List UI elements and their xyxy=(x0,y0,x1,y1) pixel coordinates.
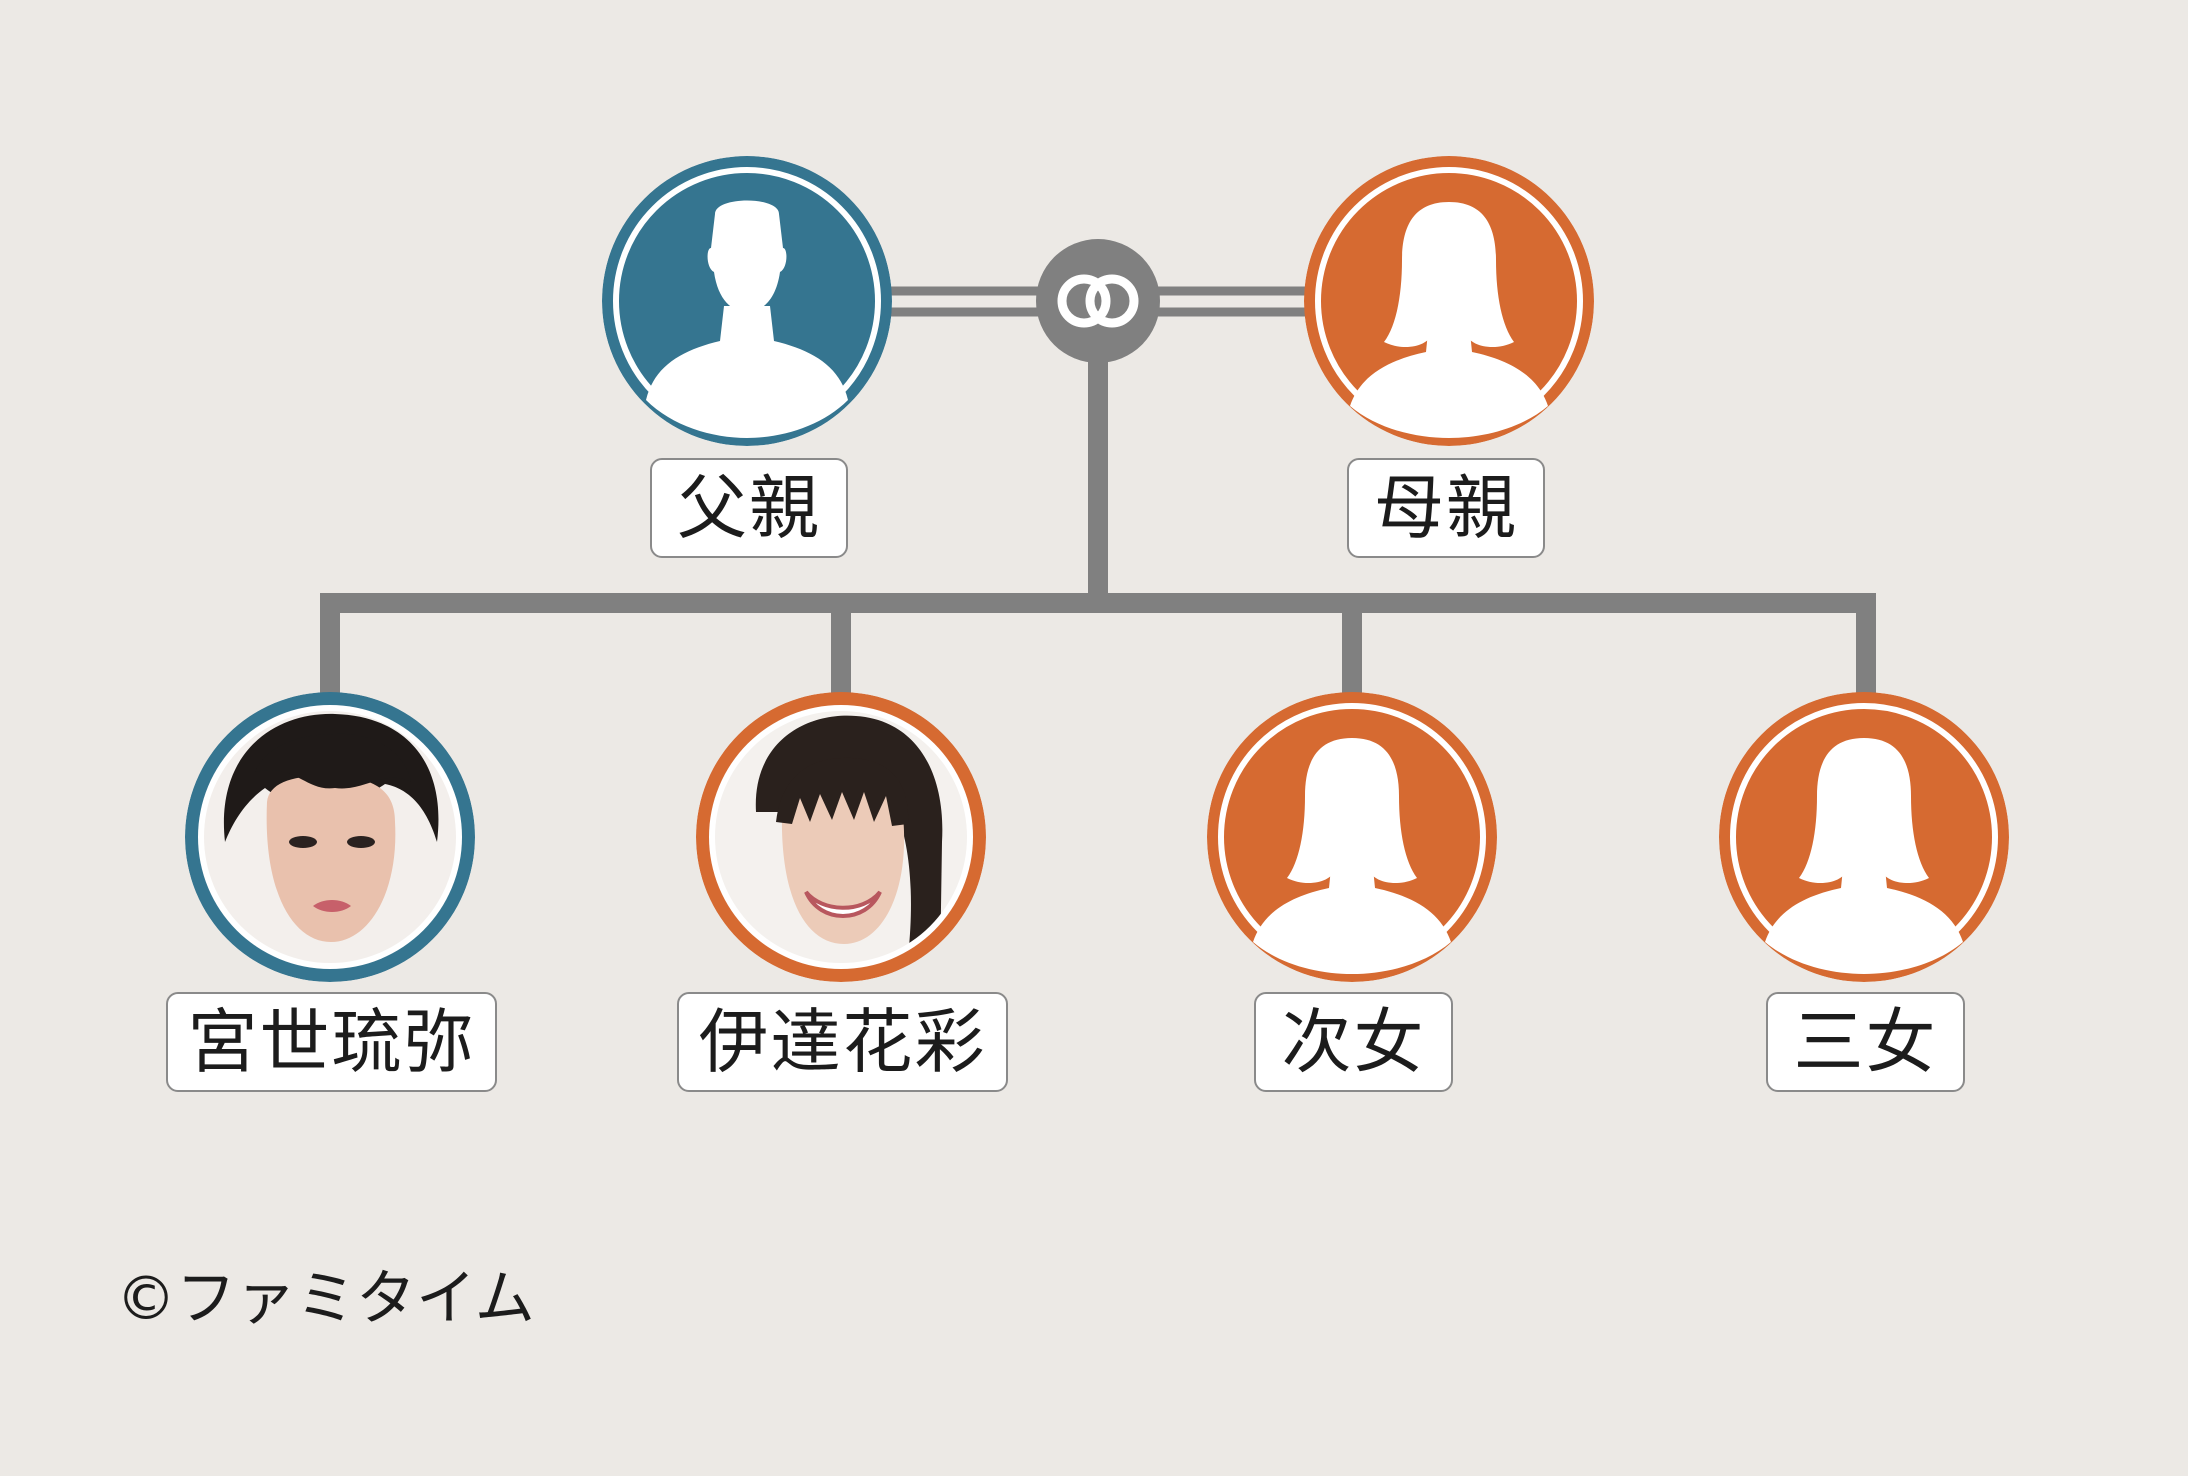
female-silhouette-icon xyxy=(1253,738,1451,974)
copyright-credit: ©ファミタイム xyxy=(116,1264,535,1334)
female-silhouette-icon xyxy=(1765,738,1963,974)
female-silhouette-icon xyxy=(1350,202,1548,438)
child-node-2 xyxy=(696,692,986,982)
portrait-photo xyxy=(204,711,456,963)
mother-node xyxy=(1304,156,1594,446)
child-node-3 xyxy=(1207,692,1497,982)
father-node xyxy=(602,156,892,446)
child-node-1 xyxy=(185,692,475,982)
child-node-4 xyxy=(1719,692,2009,982)
child-label-3: 次女 xyxy=(1254,992,1453,1092)
portrait-photo xyxy=(715,711,967,963)
marriage-rings-icon xyxy=(1036,239,1160,363)
child-label-4: 三女 xyxy=(1766,992,1965,1092)
male-silhouette-icon xyxy=(646,200,848,438)
child-label-1: 宮世琉弥 xyxy=(166,992,497,1092)
child-label-2: 伊達花彩 xyxy=(677,992,1008,1092)
mother-label: 母親 xyxy=(1347,458,1545,558)
father-label: 父親 xyxy=(650,458,848,558)
